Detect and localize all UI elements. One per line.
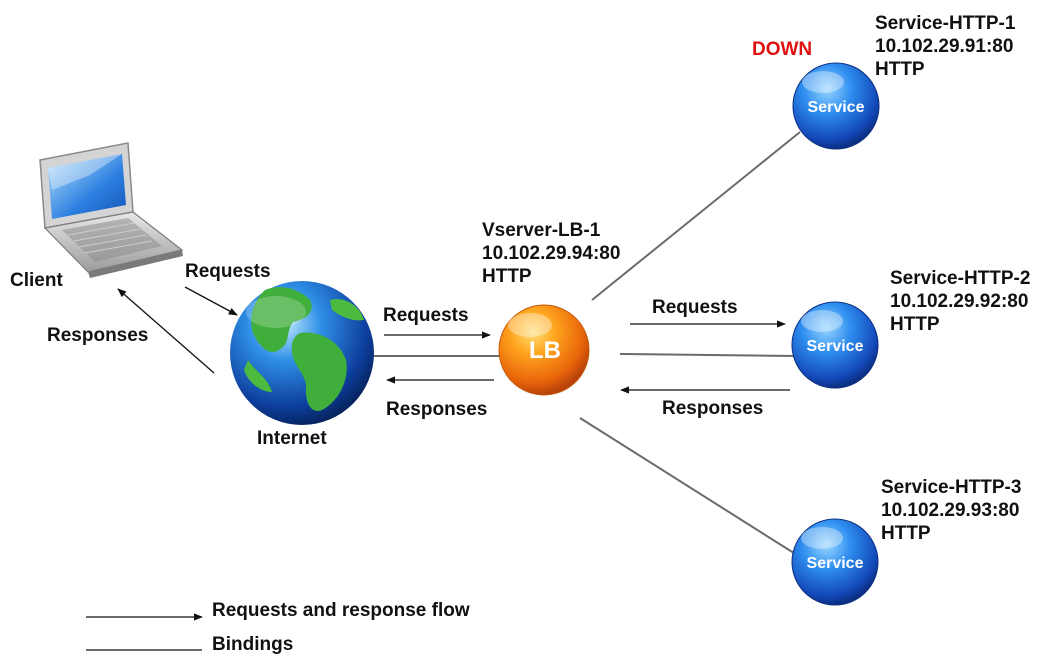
service-2-badge: Service [807, 338, 864, 355]
service-1-badge: Service [808, 99, 865, 116]
lb-responses-label: Responses [386, 399, 488, 420]
client-requests-label: Requests [185, 261, 271, 282]
service-1-address: 10.102.29.91:80 [875, 36, 1014, 57]
globe-icon [230, 281, 374, 425]
client-label: Client [10, 270, 63, 291]
legend-flow-label: Requests and response flow [212, 600, 470, 621]
service-2-responses-label: Responses [662, 398, 764, 419]
service-1-name: Service-HTTP-1 [875, 13, 1016, 34]
service-2-name: Service-HTTP-2 [890, 268, 1031, 289]
legend-bindings-label: Bindings [212, 634, 294, 655]
service-2-info: Service-HTTP-2 10.102.29.92:80 HTTP [890, 267, 1030, 336]
vserver-address: 10.102.29.94:80 [482, 243, 621, 264]
service-orb-1 [792, 62, 880, 150]
binding-lb-service-1 [591, 131, 801, 301]
arrow-client-requests [184, 286, 238, 316]
service-1-info: Service-HTTP-1 10.102.29.91:80 HTTP [875, 12, 1015, 81]
service-3-badge: Service [807, 555, 864, 572]
flow-arrows [86, 286, 790, 621]
service-orb-2 [791, 301, 879, 389]
vserver-protocol: HTTP [482, 266, 532, 287]
service-1-status: DOWN [752, 39, 813, 60]
service-3-info: Service-HTTP-3 10.102.29.93:80 HTTP [881, 476, 1021, 545]
service-1-protocol: HTTP [875, 59, 925, 80]
lb-orb [498, 304, 590, 396]
binding-lb-service-3 [579, 417, 798, 556]
service-2-protocol: HTTP [890, 314, 940, 335]
vserver-name: Vserver-LB-1 [482, 220, 601, 241]
lb-badge: LB [529, 337, 561, 364]
service-3-name: Service-HTTP-3 [881, 477, 1022, 498]
vserver-info: Vserver-LB-1 10.102.29.94:80 HTTP [482, 219, 620, 288]
laptop-icon [39, 142, 184, 278]
internet-label: Internet [257, 428, 327, 449]
arrow-client-responses [117, 288, 215, 374]
client-responses-label: Responses [47, 325, 149, 346]
binding-lines [372, 131, 801, 556]
binding-lb-service-2 [619, 353, 796, 357]
service-3-address: 10.102.29.93:80 [881, 500, 1020, 521]
service-orb-3 [791, 518, 879, 606]
service-2-requests-label: Requests [652, 297, 738, 318]
service-2-address: 10.102.29.92:80 [890, 291, 1029, 312]
service-3-protocol: HTTP [881, 523, 931, 544]
lb-requests-label: Requests [383, 305, 469, 326]
